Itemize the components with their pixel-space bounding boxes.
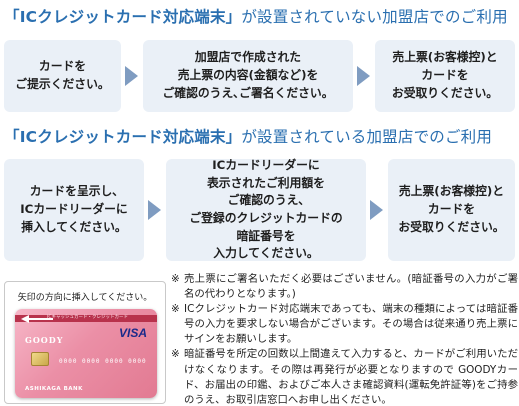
- section2-heading: 「ICクレジットカード対応端末」が設置されている加盟店でのご利用: [4, 125, 516, 147]
- section1-step-2: 加盟店で作成された 売上票の内容(金額など)を ご確認のうえ､ご署名ください。: [143, 40, 353, 112]
- section2-heading-rest: が設置されている加盟店でのご利用: [241, 128, 493, 146]
- flow-arrow-icon: [148, 200, 161, 220]
- section1-flow: カードを ご提示ください。 加盟店で作成された 売上票の内容(金額など)を ご確…: [0, 40, 519, 112]
- card-number: 0000 0000 0000 0000: [59, 358, 147, 365]
- card-bank-name: ASHIKAGA BANK: [25, 386, 83, 392]
- section1-heading: 「ICクレジットカード対応端末」が設置されていない加盟店でのご利用: [4, 5, 516, 27]
- section2-step-1: カードを呈示し､ ICカードリーダーに 挿入してください。: [4, 159, 144, 261]
- card-goody-logo: GOODY: [25, 335, 64, 345]
- flow-arrow-icon: [370, 200, 383, 220]
- notes: ※ 売上票にご署名いただく必要はございません。(暗証番号の入力がご署名の代わりと…: [171, 272, 518, 406]
- section2-step-3: 売上票(お客様控)と カードを お受取りください。: [388, 159, 515, 261]
- note-item: ※ 暗証番号を所定の回数以上間違えて入力すると、カードがご利用いただけなくなりま…: [171, 347, 518, 406]
- insert-arrow-icon: [29, 318, 53, 320]
- note-text: 売上票にご署名いただく必要はございません。(暗証番号の入力がご署名の代わりとなり…: [184, 273, 518, 301]
- section1-heading-main: 「ICクレジットカード対応端末」: [4, 8, 242, 26]
- section2-step-2: ICカードリーダーに 表示されたご利用額を ご確認のうえ､ ご登録のクレジットカ…: [166, 158, 366, 261]
- flow-arrow-icon: [125, 66, 138, 86]
- section1-step-3: 売上票(お客様控)と カードを お受取りください。: [375, 40, 515, 112]
- note-mark: ※: [171, 348, 180, 361]
- note-mark: ※: [171, 303, 180, 316]
- section1-step-1: カードを ご提示ください。: [4, 40, 121, 112]
- section2-heading-main: 「ICクレジットカード対応端末」: [4, 128, 242, 146]
- note-item: ※ ICクレジットカード対応端末であっても、端末の種類によっては暗証番号の入力を…: [171, 302, 518, 347]
- insert-arrow-head-icon: [21, 315, 29, 323]
- ic-chip-icon: [31, 352, 49, 366]
- note-mark: ※: [171, 273, 180, 285]
- flow-arrow-icon: [357, 66, 370, 86]
- section1-heading-rest: が設置されていない加盟店でのご利用: [241, 8, 508, 26]
- card-stripe: [15, 315, 157, 322]
- credit-card-image: ICキャッシュカード・クレジットカード GOODY VISA 0000 0000…: [15, 309, 157, 398]
- card-insert-illustration: 矢印の方向に挿入してください。 ICキャッシュカード・クレジットカード GOOD…: [4, 281, 166, 404]
- note-item: ※ 売上票にご署名いただく必要はございません。(暗証番号の入力がご署名の代わりと…: [171, 272, 518, 302]
- note-text: ICクレジットカード対応端末であっても、端末の種類によっては暗証番号の入力を要求…: [184, 303, 518, 346]
- visa-logo: VISA: [118, 326, 147, 340]
- note-text: 暗証番号を所定の回数以上間違えて入力すると、カードがご利用いただけなくなります。…: [184, 348, 518, 406]
- card-stripe-text: ICキャッシュカード・クレジットカード: [47, 315, 128, 320]
- card-insert-caption: 矢印の方向に挿入してください。: [17, 293, 153, 303]
- section2-flow: カードを呈示し､ ICカードリーダーに 挿入してください。 ICカードリーダーに…: [0, 158, 519, 261]
